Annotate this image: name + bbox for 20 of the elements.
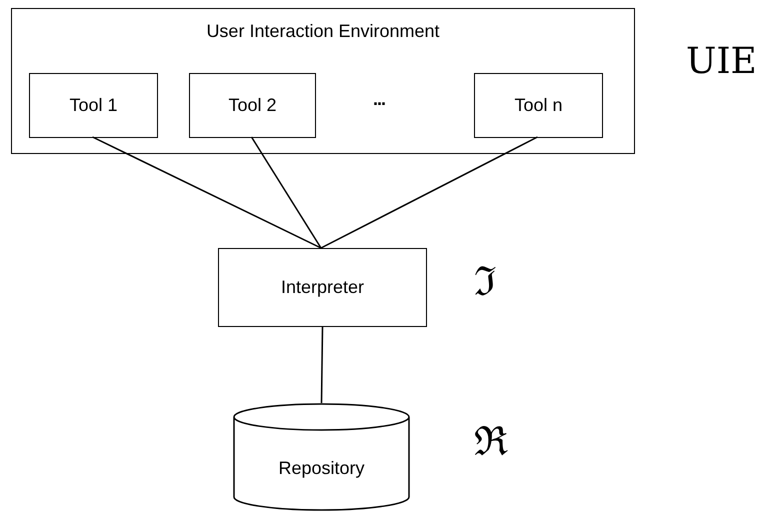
connector-line	[250, 136, 322, 248]
tool-box	[29, 73, 158, 138]
repository-cylinder	[233, 403, 410, 511]
node-symbol: ℜ	[474, 422, 508, 462]
node-symbol: ℑ	[474, 262, 496, 302]
connector-line	[320, 136, 538, 249]
interpreter-box	[218, 248, 427, 327]
environment-box	[11, 8, 635, 154]
node-label: Repository	[278, 458, 365, 478]
tool-box	[474, 73, 603, 138]
node-symbol: UIE	[686, 44, 757, 80]
tool-box	[189, 73, 316, 138]
node-label: Interpreter	[280, 277, 364, 298]
connector-line	[92, 136, 322, 249]
node-label: User Interaction Environment	[206, 21, 440, 42]
ellipsis-label: ...	[373, 89, 386, 110]
node-label: Tool 2	[228, 95, 277, 116]
node-label: Tool 1	[69, 95, 118, 116]
node-label: Tool n	[514, 95, 563, 116]
connector-line	[320, 326, 324, 404]
